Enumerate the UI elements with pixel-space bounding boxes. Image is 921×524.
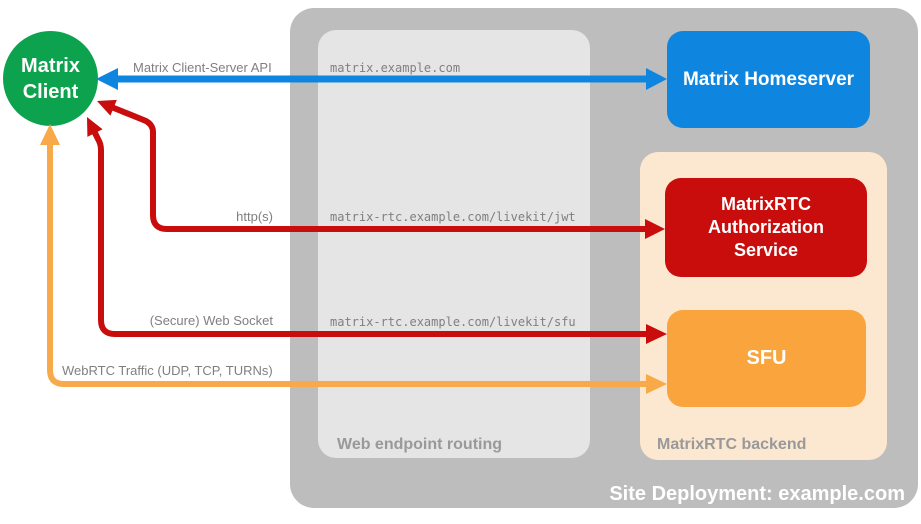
site-deployment-label: Site Deployment: example.com (609, 483, 905, 505)
arrow-line (91, 129, 648, 337)
arrowhead-left-icon (96, 68, 118, 90)
matrixrtc-auth-service-label: MatrixRTC Authorization Service (708, 194, 824, 260)
arrow-websocket (87, 117, 667, 344)
arrow-line (47, 142, 648, 387)
matrixrtc-backend-label: MatrixRTC backend (657, 436, 807, 453)
arrowhead-top-icon (40, 124, 60, 145)
arrowhead-left-icon (87, 117, 103, 137)
jwt-endpoint-url: matrix-rtc.example.com/livekit/jwt (330, 210, 576, 224)
arrow-client-server-api (96, 68, 667, 90)
arrowhead-right-icon (646, 68, 667, 90)
arrow-line (107, 103, 648, 232)
matrix-client-node: Matrix Client (3, 31, 98, 126)
arrowhead-left-icon (97, 99, 117, 116)
matrix-homeserver-label: Matrix Homeserver (682, 68, 855, 90)
matrixrtc-auth-service-node: MatrixRTC Authorization Service (665, 178, 867, 277)
arrow-http (97, 99, 665, 239)
homeserver-endpoint-url: matrix.example.com (330, 61, 461, 75)
client-server-api-arrow-label: Matrix Client-Server API (133, 60, 272, 75)
arrow-webrtc (40, 124, 667, 394)
sfu-endpoint-url: matrix-rtc.example.com/livekit/sfu (330, 315, 576, 329)
arrowhead-right-icon (646, 324, 667, 344)
matrix-client-label: Matrix Client (21, 54, 80, 103)
matrix-homeserver-node: Matrix Homeserver (667, 31, 870, 128)
web-endpoint-routing-label: Web endpoint routing (337, 436, 503, 453)
arrowhead-right-icon (646, 374, 667, 394)
sfu-node: SFU (667, 310, 866, 407)
arrowhead-right-icon (645, 219, 665, 239)
http-arrow-label: http(s) (236, 209, 273, 224)
webrtc-arrow-label: WebRTC Traffic (UDP, TCP, TURNs) (62, 363, 273, 378)
sfu-label: SFU (746, 347, 787, 369)
websocket-arrow-label: (Secure) Web Socket (149, 313, 273, 328)
